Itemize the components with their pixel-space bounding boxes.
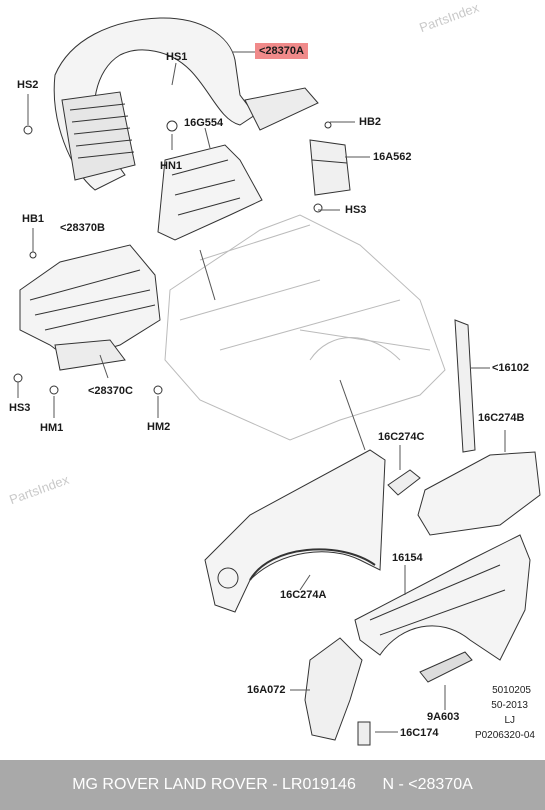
callout[interactable]: 16C274C <box>378 431 425 443</box>
callout[interactable]: 9A603 <box>427 711 460 723</box>
reference-code: 5010205 <box>492 685 531 696</box>
fender-16154 <box>354 534 531 661</box>
inner-fender-16C274A <box>204 449 386 613</box>
callout[interactable]: HS3 <box>9 402 31 414</box>
callout[interactable]: 16C274B <box>478 412 525 424</box>
seal-strip-16102 <box>454 319 476 453</box>
callout[interactable]: 16C174 <box>400 727 439 739</box>
bracket-16A072 <box>304 637 363 741</box>
callout[interactable]: <28370B <box>60 222 105 234</box>
callout-highlighted[interactable]: <28370A <box>255 43 308 59</box>
footer-part-number: LR019146 <box>282 776 356 793</box>
callout[interactable]: HN1 <box>160 160 183 172</box>
callout[interactable]: HB1 <box>22 213 45 225</box>
bracket-16C274C <box>387 469 421 496</box>
callout[interactable]: HS2 <box>17 79 39 91</box>
panel-16A562 <box>309 139 351 196</box>
wheel-arch-liner-rear <box>19 244 161 371</box>
body-shell-outline <box>164 214 446 441</box>
callout[interactable]: <28370C <box>88 385 133 397</box>
callout[interactable]: 16G554 <box>184 117 224 129</box>
callout[interactable]: 16C274A <box>280 589 327 601</box>
parts-diagram: PartsIndex PartsIndex <28370A HS1 HS2 16… <box>7 0 541 746</box>
fastener-clips <box>13 120 332 395</box>
callout[interactable]: 16A072 <box>247 684 286 696</box>
exploded-view-drawing <box>13 17 541 746</box>
panel-16C274B <box>417 451 541 536</box>
bracket-16C174 <box>357 721 371 746</box>
footer-code: N - <28370A <box>382 776 473 793</box>
vent-grille-9A603 <box>419 651 473 683</box>
callout[interactable]: <16102 <box>492 362 530 374</box>
callout[interactable]: 16154 <box>392 552 423 564</box>
callout[interactable]: HM2 <box>147 421 171 433</box>
callout[interactable]: HB2 <box>359 116 382 128</box>
callout[interactable]: 16A562 <box>373 151 412 163</box>
footer-brands: MG ROVER LAND ROVER <box>72 776 268 793</box>
reference-code: 50-2013 <box>491 700 528 711</box>
callout[interactable]: HS3 <box>345 204 367 216</box>
footer-bar: MG ROVER LAND ROVER - LR019146 N - <2837… <box>0 760 545 810</box>
callout[interactable]: HS1 <box>166 51 188 63</box>
reference-code: P0206320-04 <box>474 730 535 741</box>
bracket-16G554 <box>157 144 263 241</box>
wheel-arch-liner-front <box>53 17 319 191</box>
reference-code: LJ <box>504 715 515 726</box>
callout[interactable]: HM1 <box>40 422 64 434</box>
leader-lines <box>17 51 506 733</box>
